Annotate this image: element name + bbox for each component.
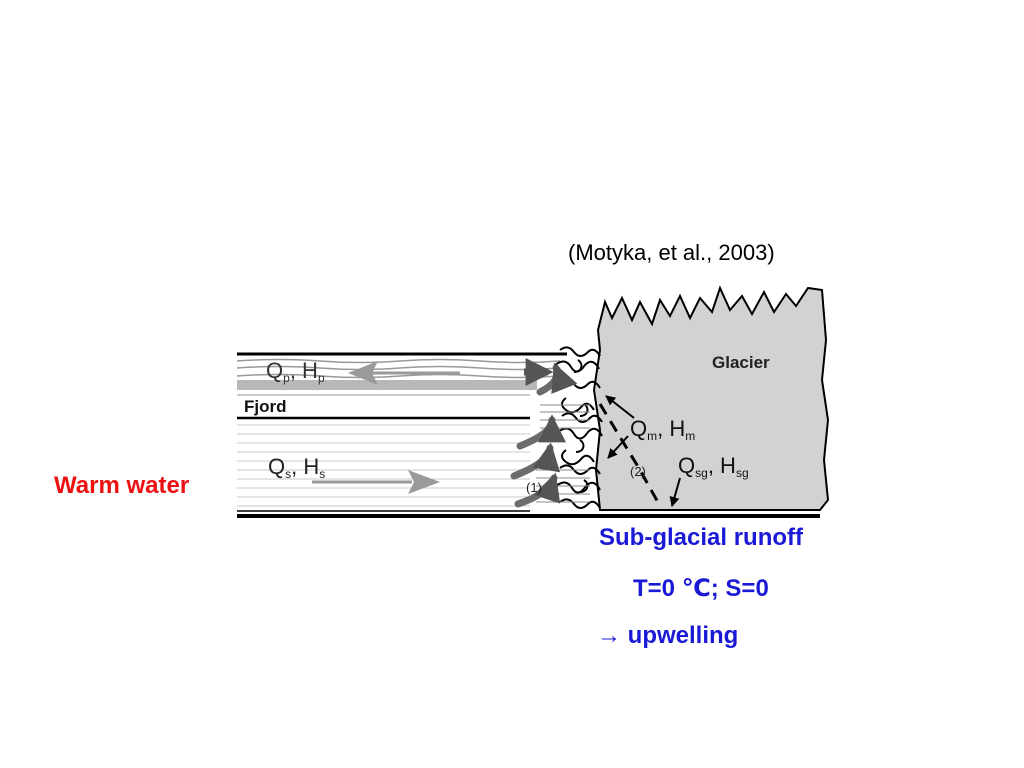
- flux-subglacial-q: Q: [678, 453, 695, 478]
- flux-sea-label: Qs, Hs: [268, 454, 325, 481]
- marker-1: (1): [526, 480, 542, 495]
- flux-plume-h: H: [302, 358, 318, 383]
- inflow-arrow: [312, 470, 440, 494]
- flux-melt-q: Q: [630, 416, 647, 441]
- flux-melt-label: Qm, Hm: [630, 416, 695, 443]
- upwelling-label: → upwelling: [597, 622, 739, 649]
- flux-subglacial-h-sub: sg: [736, 466, 749, 480]
- flux-plume-q-sub: p: [283, 371, 290, 385]
- glacier-body: [592, 285, 830, 511]
- flux-plume-label: Qp, Hp: [266, 358, 325, 385]
- fjord-label: Fjord: [244, 397, 287, 416]
- flux-plume-h-sub: p: [318, 371, 325, 385]
- flux-melt-h: H: [669, 416, 685, 441]
- temperature-salinity-label: T=0 ℃; S=0: [633, 575, 769, 602]
- flux-subglacial-label: Qsg, Hsg: [678, 453, 749, 480]
- flux-sea-q-sub: s: [285, 467, 291, 481]
- flux-plume-comma: ,: [290, 358, 302, 383]
- outflow-arrow: [348, 361, 460, 385]
- melt-arrows: [605, 395, 635, 459]
- subglacial-runoff-label: Sub-glacial runoff: [599, 524, 803, 551]
- upwelling-arrows: [510, 362, 578, 508]
- flux-sea-h: H: [303, 454, 319, 479]
- warm-water-label: Warm water: [54, 472, 190, 499]
- flux-melt-h-sub: m: [685, 429, 695, 443]
- flux-sea-q: Q: [268, 454, 285, 479]
- glacier-label: Glacier: [712, 353, 770, 372]
- flux-sea-h-sub: s: [319, 467, 325, 481]
- subglacial-flow-path: [598, 403, 662, 507]
- flux-subglacial-q-sub: sg: [695, 466, 708, 480]
- flux-sea-comma: ,: [291, 454, 303, 479]
- runoff-arrow: [669, 477, 681, 507]
- flux-melt-q-sub: m: [647, 429, 657, 443]
- flux-plume-q: Q: [266, 358, 283, 383]
- flux-subglacial-comma: ,: [708, 453, 720, 478]
- marker-2: (2): [630, 464, 646, 479]
- flux-subglacial-h: H: [720, 453, 736, 478]
- fjord-water: [236, 352, 820, 518]
- citation: (Motyka, et al., 2003): [568, 240, 775, 265]
- flux-melt-comma: ,: [657, 416, 669, 441]
